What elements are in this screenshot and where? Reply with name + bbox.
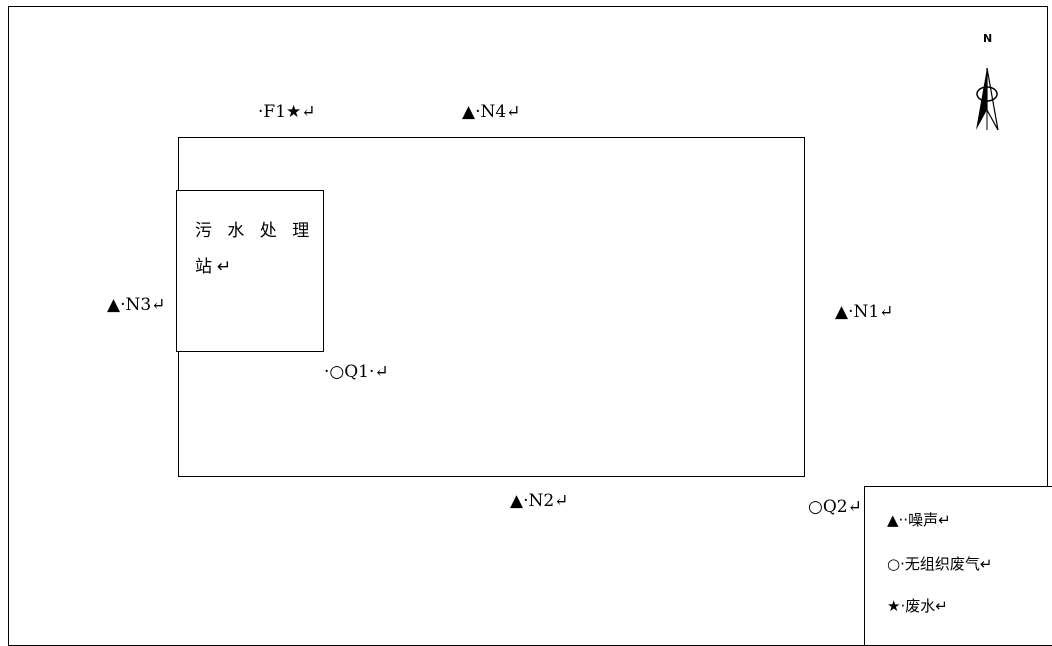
sewage-treatment-station: 污 水 处 理 站↵: [176, 190, 324, 352]
marker-n4: ▲·N4↵: [462, 102, 521, 122]
legend-noise: ▲··噪声↵: [887, 511, 951, 529]
marker-n2: ▲·N2↵: [510, 491, 569, 511]
marker-n3: ▲·N3↵: [107, 295, 166, 315]
north-arrow-icon: [976, 67, 999, 131]
marker-n1: ▲·N1↵: [835, 302, 894, 322]
legend: ▲··噪声↵ ○·无组织废气↵ ★·废水↵: [864, 486, 1052, 646]
legend-wastewater: ★·废水↵: [887, 597, 948, 615]
sewage-treatment-station-label: 污 水 处 理 站↵: [195, 221, 315, 277]
marker-f1: ·F1★↵: [258, 102, 316, 122]
marker-q1: ·○Q1·↵: [324, 362, 389, 382]
marker-q2: ○Q2↵: [808, 497, 862, 517]
north-label: N: [983, 32, 993, 45]
legend-unorganized-gas: ○·无组织废气↵: [887, 555, 993, 573]
